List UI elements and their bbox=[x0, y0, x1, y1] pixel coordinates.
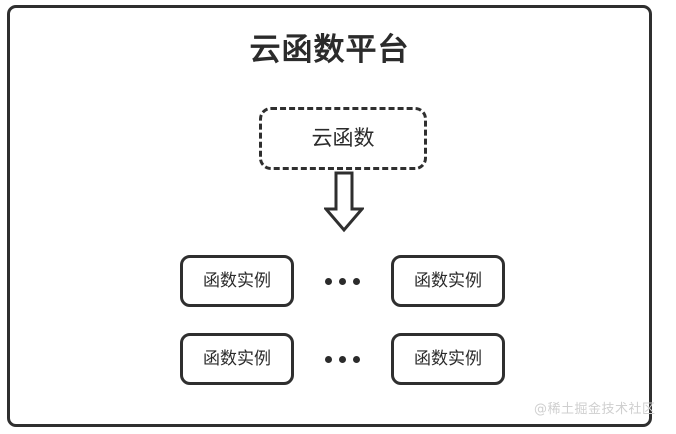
ellipsis-dot bbox=[353, 355, 360, 363]
ellipsis-separator bbox=[325, 333, 360, 385]
function-instance-label: 函数实例 bbox=[203, 348, 271, 369]
page-title: 云函数平台 bbox=[249, 32, 410, 68]
cloud-function-platform-container: 云函数平台 云函数 函数实例 函数实例 函数实例 bbox=[7, 5, 652, 427]
function-instance-node: 函数实例 bbox=[391, 333, 505, 385]
cloud-function-label: 云函数 bbox=[311, 126, 375, 150]
function-instance-label: 函数实例 bbox=[414, 348, 482, 369]
ellipsis-dot bbox=[325, 355, 332, 363]
ellipsis-dot bbox=[339, 355, 346, 363]
instance-row: 函数实例 函数实例 bbox=[180, 255, 505, 307]
ellipsis-dot bbox=[339, 277, 346, 285]
function-instance-label: 函数实例 bbox=[203, 270, 271, 291]
function-instance-node: 函数实例 bbox=[180, 333, 294, 385]
ellipsis-dot bbox=[325, 277, 332, 285]
cloud-function-node: 云函数 bbox=[259, 107, 427, 170]
ellipsis-separator bbox=[325, 255, 360, 307]
arrow-down-icon bbox=[324, 171, 364, 233]
function-instance-label: 函数实例 bbox=[414, 270, 482, 291]
ellipsis-dot bbox=[353, 277, 360, 285]
instance-row: 函数实例 函数实例 bbox=[180, 333, 505, 385]
function-instance-node: 函数实例 bbox=[180, 255, 294, 307]
function-instance-node: 函数实例 bbox=[391, 255, 505, 307]
watermark: @稀土掘金技术社区 bbox=[534, 402, 656, 417]
